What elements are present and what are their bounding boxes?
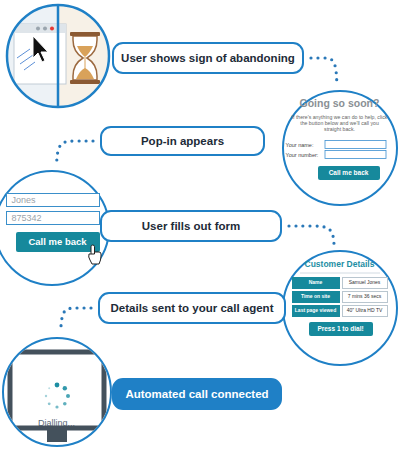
motion-line — [24, 62, 35, 70]
step-label: User shows sign of abandoning — [112, 42, 304, 74]
action-button: Call me back — [16, 232, 100, 252]
step-circle: Call me back Going so soon? If there's any… — [282, 90, 398, 206]
hourglass-glass — [73, 36, 97, 80]
label-text: Name — [292, 277, 340, 289]
hourglass-backdrop — [58, 0, 118, 112]
label-text: Last page viewed — [292, 305, 340, 317]
label-text: Samuel Jones — [343, 278, 387, 288]
dotted-connector — [311, 58, 337, 84]
sand-stream — [85, 57, 86, 69]
table-label-cell: Name — [292, 277, 340, 289]
label-text: Pop-in appears — [102, 128, 263, 154]
table-value-cell: 40" Ultra HD TV — [342, 305, 388, 317]
close-dot — [50, 27, 54, 31]
label-text: Dialling... — [20, 418, 94, 430]
hourglass-cap — [70, 32, 100, 36]
browser-bar — [14, 24, 66, 33]
form-field: 875342 — [6, 211, 100, 225]
label-text: Call me back — [318, 166, 380, 180]
action-button: Call me back — [318, 166, 380, 180]
divider-line — [57, 0, 60, 112]
hourglass-sand — [76, 68, 94, 79]
label-text: 7 mins 36 secs — [343, 292, 387, 302]
step-label: Pop-in appears — [100, 126, 265, 156]
hourglass-sand — [77, 46, 93, 57]
label-text: Your number: — [286, 150, 324, 160]
label-text: Call me back — [16, 232, 100, 252]
table-value-cell: Samuel Jones — [342, 277, 388, 289]
label-text: 875342 — [7, 212, 99, 224]
step-label: Details sent to your call agent — [98, 292, 286, 324]
illustration-circle — [7, 5, 109, 107]
dotted-connector — [289, 226, 334, 244]
label-text: User fills out form — [102, 212, 280, 240]
mouse-cursor — [33, 36, 48, 62]
browser-backdrop — [0, 0, 58, 112]
step-circle: Jones 875342Call me back — [0, 170, 110, 286]
label-text: 40" Ultra HD TV — [343, 306, 387, 316]
dotted-connector — [57, 141, 93, 164]
label-text: Your name: — [286, 140, 324, 150]
window-dot — [43, 27, 47, 31]
label-text: Customer Details — [292, 259, 388, 271]
label-text: Press 1 to dial! — [309, 322, 373, 336]
label-text: If there's anything we can do to help, c… — [292, 114, 388, 136]
step-circle: Dialling... — [2, 337, 112, 447]
label-text: Going so soon? — [289, 97, 391, 111]
abandon-illustration — [0, 0, 118, 112]
label-text: Details sent to your call agent — [100, 294, 284, 322]
label-text: User shows sign of abandoning — [114, 44, 302, 72]
table-label-cell: Time on site — [292, 291, 340, 303]
final-step-label: Automated call connected — [112, 378, 282, 410]
hourglass-cap — [70, 80, 100, 84]
motion-line — [17, 49, 30, 58]
action-button: Press 1 to dial! — [309, 322, 373, 336]
label-text: Automated call connected — [114, 380, 280, 408]
label-text: Jones — [7, 194, 99, 206]
motion-line — [20, 55, 33, 64]
table-value-cell: 7 mins 36 secs — [342, 291, 388, 303]
step-circle: NameSamuel JonesTime on site7 mins 36 se… — [282, 250, 398, 366]
step-label: User fills out form — [100, 210, 282, 242]
table-label-cell: Last page viewed — [292, 305, 340, 317]
label-text: Time on site — [292, 291, 340, 303]
form-field: Jones — [6, 193, 100, 207]
browser-window — [14, 24, 66, 84]
window-dot — [36, 27, 40, 31]
dotted-connector — [61, 308, 91, 331]
